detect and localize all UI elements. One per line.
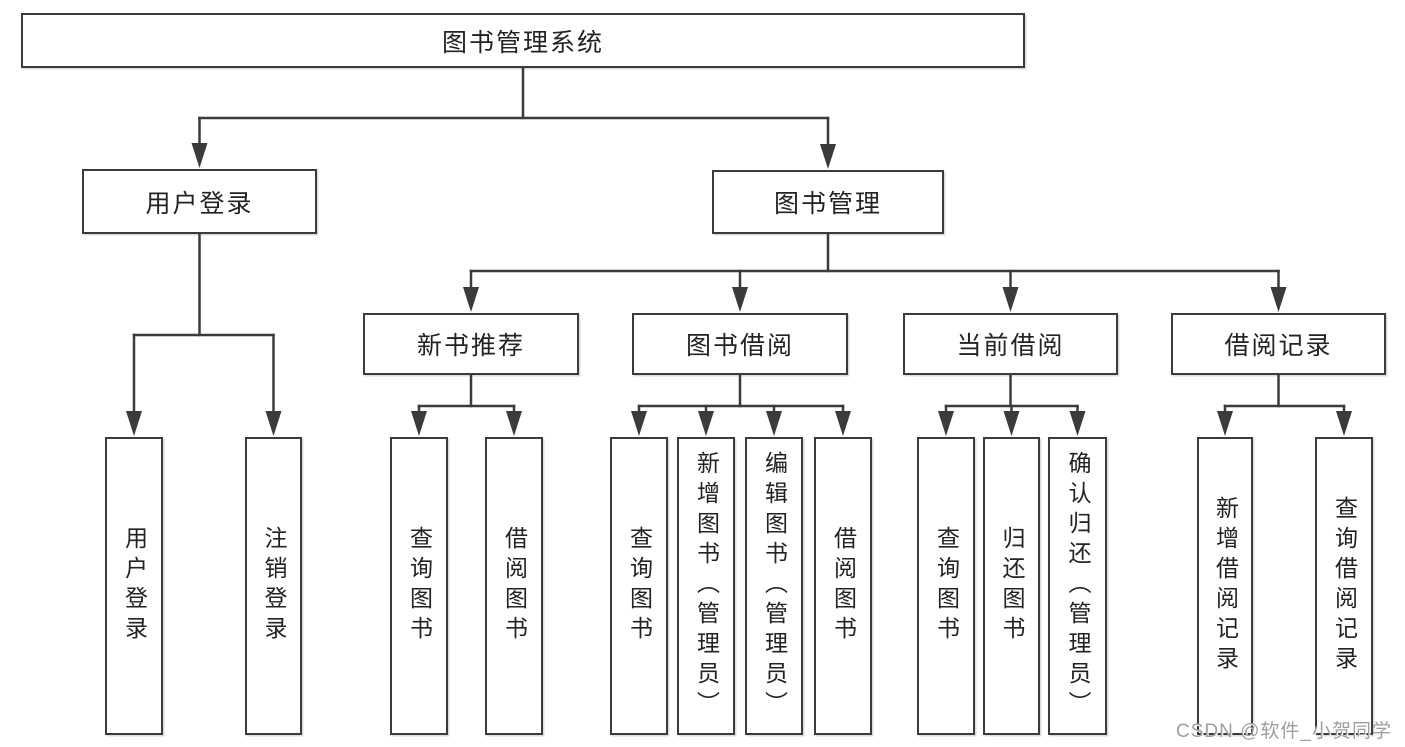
node-nb-query: 查询图书 bbox=[390, 437, 448, 735]
node-root: 图书管理系统 bbox=[21, 13, 1025, 68]
node-cb-return: 归还图书 bbox=[983, 437, 1040, 735]
node-bb-add: 新增图书（管理员） bbox=[677, 437, 735, 735]
arrowhead-icon bbox=[1217, 411, 1233, 436]
node-borrow-record: 借阅记录 bbox=[1171, 313, 1386, 375]
arrowhead-icon bbox=[126, 411, 142, 436]
node-label: 图书管理 bbox=[773, 190, 882, 218]
node-current-borrow: 当前借阅 bbox=[903, 313, 1118, 375]
arrowhead-icon bbox=[1002, 287, 1019, 312]
arrowhead-icon bbox=[698, 411, 714, 436]
arrowhead-icon bbox=[631, 411, 647, 436]
node-leaf-logout: 注销登录 bbox=[245, 437, 302, 735]
node-label: 借阅图书 bbox=[501, 526, 528, 646]
node-label: 当前借阅 bbox=[956, 332, 1065, 360]
arrowhead-icon bbox=[1336, 411, 1352, 436]
arrowhead-icon bbox=[1270, 287, 1287, 312]
arrowhead-icon bbox=[191, 143, 208, 168]
node-label: 新增图书（管理员） bbox=[693, 451, 720, 721]
arrowhead-icon bbox=[411, 411, 427, 436]
arrowhead-icon bbox=[1069, 411, 1086, 436]
arrowhead-icon bbox=[1003, 411, 1020, 436]
node-label: 借阅图书 bbox=[830, 526, 857, 646]
arrowhead-icon bbox=[835, 411, 851, 436]
node-label: 新增借阅记录 bbox=[1212, 496, 1239, 676]
arrowhead-icon bbox=[463, 287, 479, 312]
node-label: 归还图书 bbox=[999, 526, 1025, 646]
watermark: CSDN @软件_小贺同学 bbox=[1176, 721, 1392, 742]
node-label: 借阅记录 bbox=[1224, 332, 1333, 360]
node-new-book: 新书推荐 bbox=[363, 313, 579, 375]
node-bb-borrow: 借阅图书 bbox=[814, 437, 872, 735]
node-br-query: 查询借阅记录 bbox=[1315, 437, 1373, 735]
node-book-mgmt: 图书管理 bbox=[712, 170, 944, 234]
node-label: 用户登录 bbox=[145, 189, 254, 218]
node-label: 确认归还（管理员） bbox=[1065, 451, 1091, 721]
node-bb-query: 查询图书 bbox=[610, 437, 668, 735]
node-label: 新书推荐 bbox=[416, 332, 525, 360]
node-label: 查询图书 bbox=[933, 526, 960, 646]
arrowhead-icon bbox=[820, 144, 836, 169]
node-cb-query: 查询图书 bbox=[917, 437, 975, 735]
arrowhead-icon bbox=[766, 411, 782, 436]
arrowhead-icon bbox=[938, 411, 954, 436]
node-nb-borrow: 借阅图书 bbox=[485, 437, 543, 735]
node-label: 编辑图书（管理员） bbox=[761, 451, 788, 721]
node-label: 查询借阅记录 bbox=[1331, 496, 1358, 676]
node-label: 注销登录 bbox=[261, 526, 287, 646]
node-label: 查询图书 bbox=[406, 526, 433, 646]
node-leaf-login: 用户登录 bbox=[105, 437, 163, 735]
node-label: 查询图书 bbox=[626, 526, 653, 646]
node-bb-edit: 编辑图书（管理员） bbox=[745, 437, 803, 735]
node-label: 图书借阅 bbox=[685, 332, 794, 360]
arrowhead-icon bbox=[265, 411, 282, 436]
node-book-borrow: 图书借阅 bbox=[632, 313, 848, 375]
arrowhead-icon bbox=[732, 287, 748, 312]
node-label: 用户登录 bbox=[121, 526, 148, 646]
arrowhead-icon bbox=[506, 411, 522, 436]
node-br-add: 新增借阅记录 bbox=[1197, 437, 1253, 735]
node-cb-confirm: 确认归还（管理员） bbox=[1048, 437, 1107, 735]
node-user-login: 用户登录 bbox=[82, 169, 317, 234]
node-label: 图书管理系统 bbox=[441, 28, 604, 57]
